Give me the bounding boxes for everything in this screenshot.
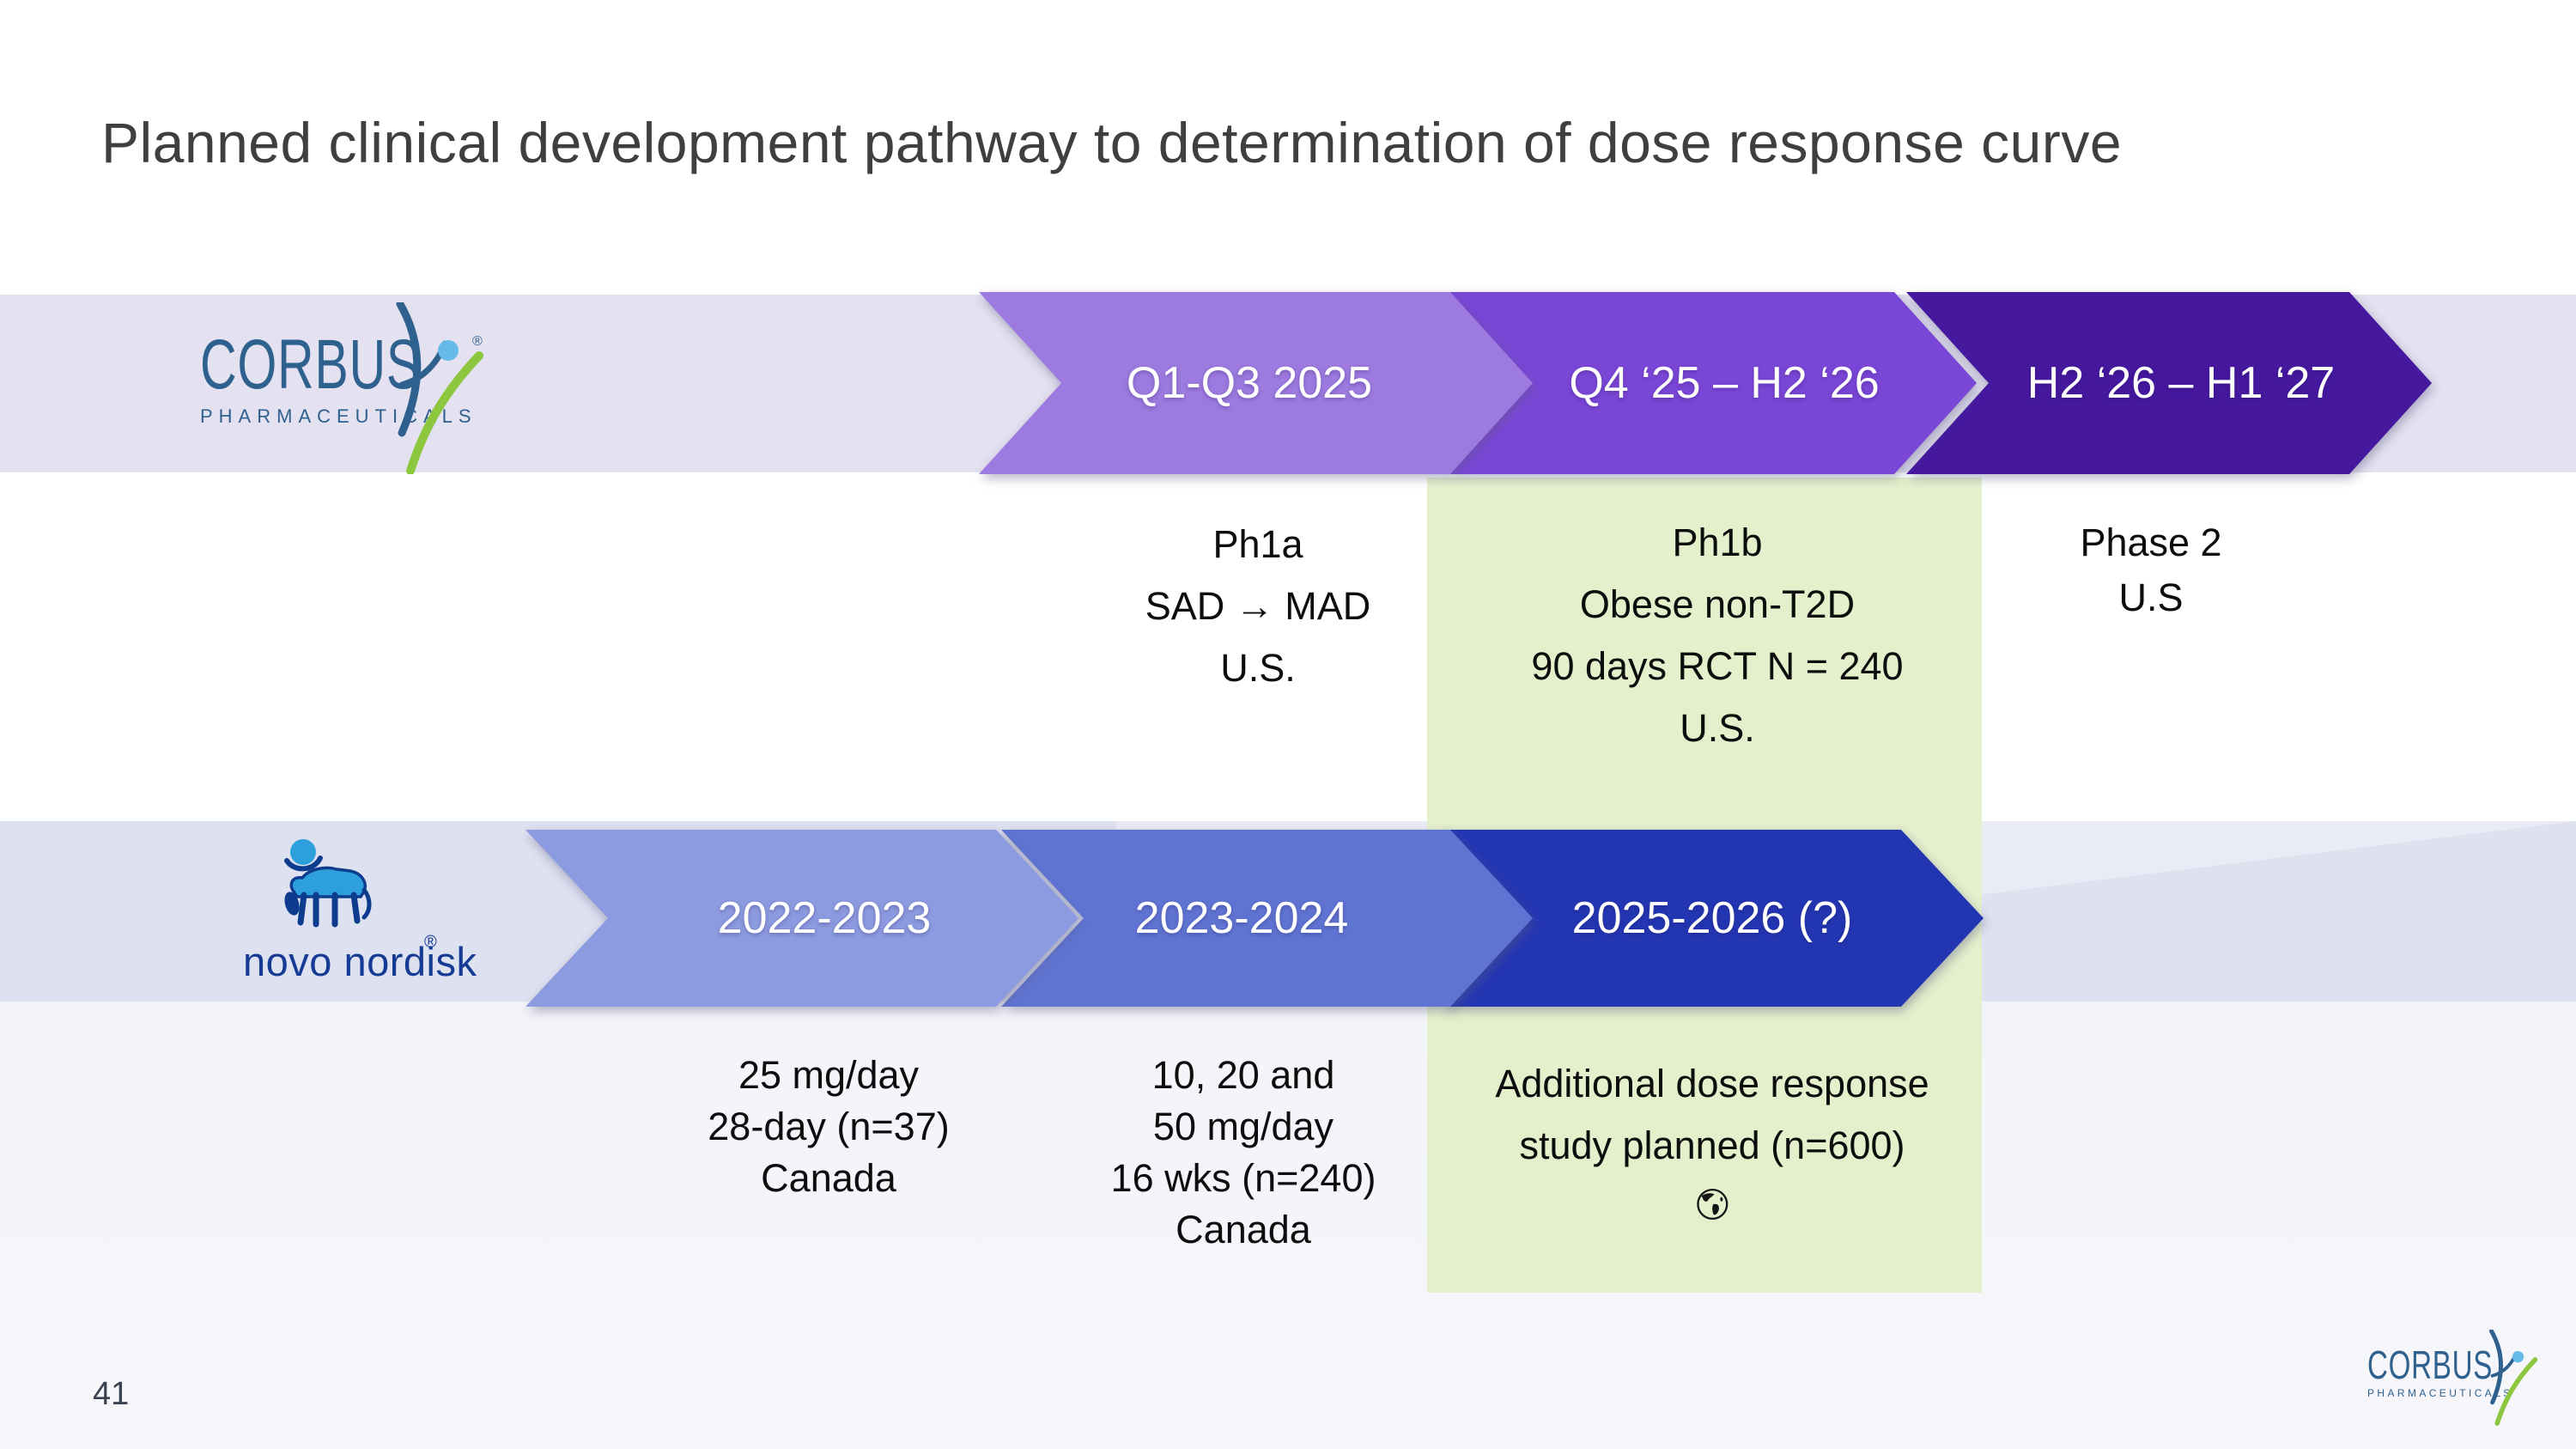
note-additional-study: Additional dose response study planned (… [1495, 1053, 1929, 1230]
note-ph1a: Ph1a SAD → MAD U.S. [1145, 514, 1371, 699]
note-line: Canada [1176, 1208, 1311, 1251]
note-25mg: 25 mg/day 28-day (n=37) Canada [708, 1050, 949, 1204]
arrow-label-q425-h226: Q4 ‘25 – H2 ‘26 [1569, 358, 1880, 408]
page-title: Planned clinical development pathway to … [101, 111, 2123, 174]
note-ph1b: Ph1b Obese non-T2D 90 days RCT N = 240 U… [1531, 512, 1903, 759]
note-line: U.S. [1220, 646, 1296, 690]
page-number: 41 [93, 1376, 130, 1412]
arrow-label-q1q3-2025: Q1-Q3 2025 [1126, 358, 1373, 408]
note-line: U.S. [1680, 706, 1755, 750]
note-line: 16 wks (n=240) [1110, 1156, 1376, 1200]
bottom-background [0, 1002, 2576, 1449]
corbus-logo: CORBUS PHARMACEUTICALS [200, 330, 507, 428]
corbus-logo-wordmark: CORBUS [200, 326, 421, 404]
note-line: 10, 20 and [1151, 1053, 1335, 1097]
corbus-figure-icon: ® [396, 302, 483, 474]
note-line: study planned (n=600) [1519, 1123, 1905, 1167]
note-line: Canada [761, 1156, 896, 1200]
note-line: Additional dose response [1495, 1062, 1929, 1105]
note-line: 50 mg/day [1152, 1105, 1334, 1148]
note-line: 25 mg/day [738, 1053, 920, 1097]
note-line: 28-day (n=37) [708, 1105, 950, 1148]
novo-nordisk-wordmark: novo nordisk [243, 939, 477, 984]
note-line: Phase 2 [2080, 521, 2222, 564]
note-line: 90 days RCT N = 240 [1531, 644, 1904, 688]
registered-mark: ® [472, 334, 483, 349]
note-10-20-50mg: 10, 20 and 50 mg/day 16 wks (n=240) Cana… [1111, 1050, 1376, 1256]
arrow-label-h226-h127: H2 ‘26 – H1 ‘27 [2026, 358, 2336, 408]
corbus-logo-wordmark: CORBUS [2367, 1342, 2494, 1387]
note-line: Obese non-T2D [1579, 582, 1856, 626]
note-phase2: Phase 2 U.S [2080, 515, 2221, 625]
novo-nordisk-bull-icon [284, 839, 372, 928]
corbus-footer-logo: CORBUS PHARMACEUTICALS [2367, 1345, 2542, 1399]
arrow-label-2023-2024: 2023-2024 [1134, 893, 1349, 943]
note-line: Ph1a [1212, 522, 1303, 566]
corbus-logo-subtitle: PHARMACEUTICALS [2367, 1387, 2513, 1399]
globe-icon [1495, 1185, 1929, 1230]
arrow-label-2022-2023: 2022-2023 [717, 893, 932, 943]
note-line: U.S [2118, 575, 2184, 619]
corbus-figure-icon [2489, 1330, 2538, 1426]
note-line: SAD → MAD [1145, 584, 1371, 628]
note-line: Ph1b [1672, 521, 1763, 564]
registered-mark: ® [424, 933, 437, 952]
arrow-label-2025-2026: 2025-2026 (?) [1571, 893, 1853, 943]
